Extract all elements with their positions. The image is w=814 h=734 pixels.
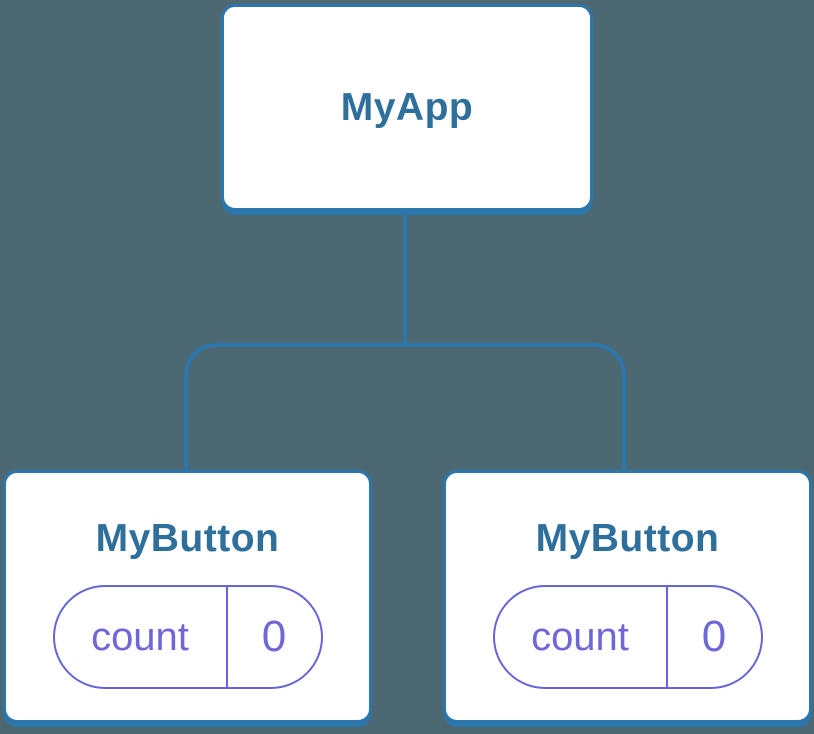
state-pill: count 0 — [492, 585, 763, 689]
state-value-label: 0 — [261, 612, 287, 661]
child-node-label: MyButton — [535, 517, 720, 560]
state-pill: count 0 — [52, 585, 323, 689]
state-key-cell: count — [495, 587, 668, 687]
state-key-label: count — [91, 614, 189, 659]
connector-trunk-line — [403, 209, 407, 345]
state-value-cell: 0 — [228, 587, 321, 687]
child-node-label: MyButton — [95, 517, 280, 560]
state-key-cell: count — [55, 587, 228, 687]
child-node-mybutton-right: MyButton count 0 — [443, 470, 812, 723]
root-node-myapp: MyApp — [221, 4, 593, 211]
state-value-label: 0 — [701, 612, 727, 661]
state-value-cell: 0 — [668, 587, 761, 687]
state-key-label: count — [531, 614, 629, 659]
connector-branch-bracket — [184, 343, 626, 471]
root-node-label: MyApp — [340, 85, 474, 129]
child-node-mybutton-left: MyButton count 0 — [3, 470, 372, 723]
